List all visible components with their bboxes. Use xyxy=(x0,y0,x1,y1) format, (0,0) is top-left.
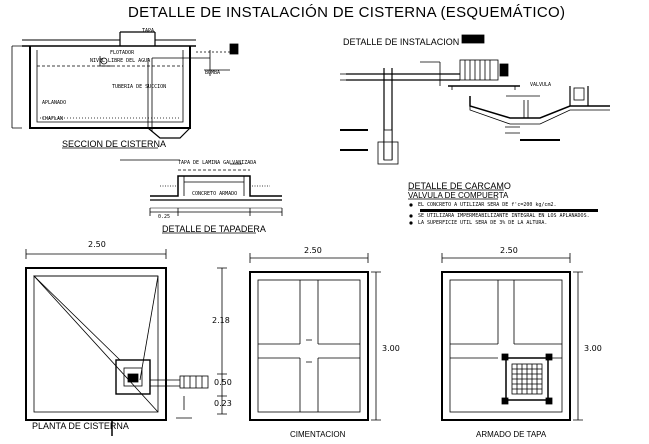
label-medidas: 0.25 xyxy=(158,214,171,220)
section-title-tapadera: DETALLE DE TAPADERA xyxy=(162,224,266,234)
label-valvula: VALVULA xyxy=(530,82,552,88)
section-title-seccion: SECCION DE CISTERNA xyxy=(62,139,167,149)
section-title-instalacion: DETALLE DE INSTALACION xyxy=(343,37,460,47)
dim-arm-width: 2.50 xyxy=(500,246,518,255)
label-tapa: TAPA xyxy=(142,28,155,34)
rebar-drawing xyxy=(441,253,583,421)
section-title-planta: PLANTA DE CISTERNA xyxy=(32,421,129,431)
label-nivel: NIVEL LIBRE DEL AGUA xyxy=(90,58,151,64)
installation-drawing xyxy=(340,34,610,165)
section-title-armado: ARMADO DE TAPA xyxy=(476,430,547,439)
section-drawing xyxy=(11,31,239,139)
section-title-valvula: VALVULA DE COMPUERTA xyxy=(408,191,509,200)
label-succion: TUBERIA DE SUCCION xyxy=(112,84,167,90)
label-flotador: FLOTADOR xyxy=(110,50,135,56)
dim-cim-height: 3.00 xyxy=(382,344,400,353)
dim-cim-width: 2.50 xyxy=(304,246,322,255)
dim-plan-small: 0.50 xyxy=(214,378,232,387)
label-concreto-armado: CONCRETO ARMADO xyxy=(192,191,238,197)
label-aplanado: APLANADO xyxy=(42,100,67,106)
plan-drawing xyxy=(25,249,227,436)
dim-plan-offset: 0.23 xyxy=(214,399,232,408)
section-title-carcamo: DETALLE DE CARCAMO xyxy=(408,181,511,191)
dim-plan-width: 2.50 xyxy=(88,240,106,249)
note-impermeabilizante: SE UTILIZARA IMPERMEABILIZANTE INTEGRAL … xyxy=(418,213,590,219)
lid-drawing xyxy=(120,159,283,216)
note-concreto: EL CONCRETO A UTILIZAR SERA DE f'c=200 k… xyxy=(418,202,557,208)
dim-arm-height: 3.00 xyxy=(584,344,602,353)
dim-plan-height: 2.18 xyxy=(212,316,230,325)
label-tapa-lamina: TAPA DE LAMINA GALVANIZADA xyxy=(178,160,257,166)
drawing-title: DETALLE DE INSTALACIÓN DE CISTERNA (ESQU… xyxy=(128,4,566,21)
label-bomba: BOMBA xyxy=(205,70,221,76)
foundation-drawing xyxy=(249,253,381,421)
label-chaflan: CHAFLAN xyxy=(42,116,64,122)
section-title-cimentacion: CIMENTACION xyxy=(290,430,346,439)
note-superficie: LA SUPERFICIE UTIL SERA DE 3% DE LA ALTU… xyxy=(418,220,548,226)
